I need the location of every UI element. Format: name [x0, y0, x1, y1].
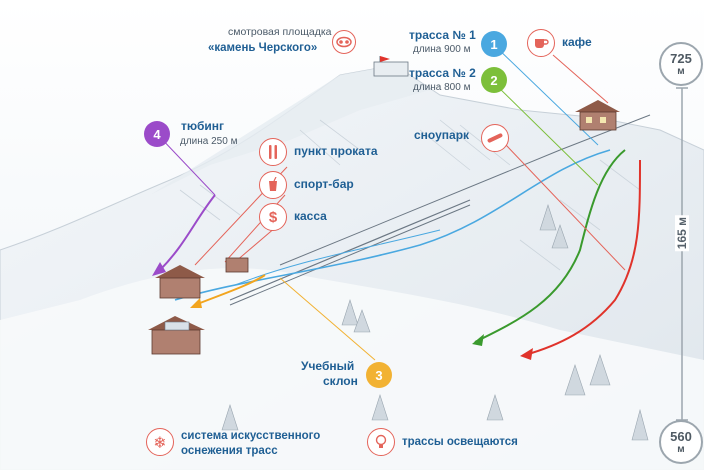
elevation-bottom-unit: м — [677, 443, 685, 455]
elevation-top-value: 725 — [670, 50, 692, 66]
trail-1-label: трасса № 1 — [409, 28, 476, 42]
elevation-bottom-value: 560 — [670, 428, 692, 444]
snowpark-label: сноупарк — [414, 128, 470, 142]
tubing-label: тюбинг — [181, 119, 225, 133]
elevation-top: 725 м — [659, 42, 703, 86]
trail-1-length: длина 900 м — [413, 44, 471, 55]
trail-2-label: трасса № 2 — [409, 66, 476, 80]
cup-icon — [527, 29, 555, 57]
cashier-label: касса — [294, 209, 327, 223]
legend-lights: трассы освещаются — [402, 436, 518, 448]
training-slope-line2: склон — [323, 374, 358, 388]
drink-icon — [259, 171, 287, 199]
trail-2-length: длина 800 м — [413, 82, 471, 93]
dollar-icon: $ — [259, 203, 287, 231]
cafe-label: кафе — [562, 35, 592, 49]
lightbulb-icon — [367, 428, 395, 456]
snowboard-icon — [481, 124, 509, 152]
elevation-bottom: 560 м — [659, 420, 703, 464]
tubing-badge: 4 — [144, 121, 170, 147]
lookout-line1: смотровая площадка — [228, 26, 332, 38]
sportbar-label: спорт-бар — [294, 177, 354, 191]
lookout-line2: «камень Черского» — [208, 42, 318, 54]
elevation-drop: 165 м — [675, 215, 689, 252]
snowflake-icon: ❄ — [146, 428, 174, 456]
trail-2-badge: 2 — [481, 67, 507, 93]
rental-label: пункт проката — [294, 144, 378, 158]
legend-snowmaking-line1: система искусственного — [181, 430, 321, 442]
elevation-top-unit: м — [677, 65, 685, 77]
training-slope-badge: 3 — [366, 362, 392, 388]
skis-icon — [259, 138, 287, 166]
legend-snowmaking-line2: оснежения трасс — [181, 445, 278, 457]
training-slope-line1: Учебный — [301, 359, 355, 373]
trail-1-badge: 1 — [481, 31, 507, 57]
eye-icon — [332, 30, 356, 54]
tubing-length: длина 250 м — [180, 136, 238, 147]
